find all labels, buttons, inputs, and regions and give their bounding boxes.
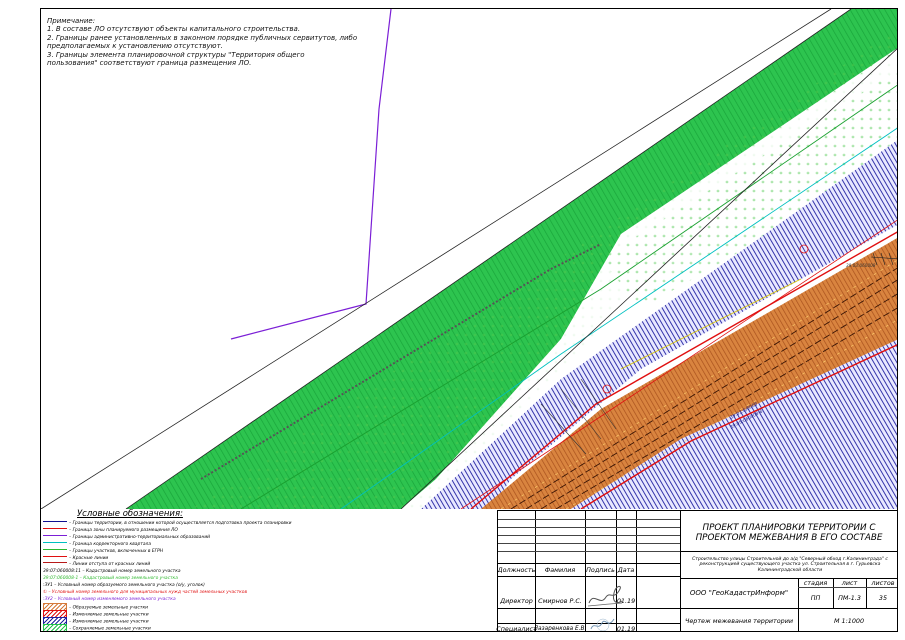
legend-item-label: – Образуемые земельные участки [69,605,148,611]
legend-line-symbol [43,527,67,529]
legend-item: :ЗУ1 – Условный номер образуемого земель… [43,582,205,589]
header-position: Должность [497,565,536,574]
legend-item: – Красные линии [43,555,108,562]
legend-title: Условные обозначения: [77,509,183,519]
drawing-sheet: 39:03:0/0008 39:05:060008-6 39:03:060008… [40,8,898,632]
legend-item-label: 39:07:060008:11 – Кадастровый номер земе… [43,569,181,575]
sheet-header: лист [841,578,858,587]
row2-position: Специалист [496,624,537,632]
row1-surname: Смирнов Р.С. [538,596,582,605]
legend-item: 39:07:060008-1 – Кадастровый номер земел… [43,575,178,582]
notes-line-5: пользования" соответствуют граница разме… [47,59,252,68]
legend-item-label: – Граница корректорного квартала [69,541,152,547]
notes-heading: Примечание: [47,17,96,25]
notes-line-1: 1. В составе ЛО отсутствуют объекты капи… [47,25,301,34]
row1-position: Директор [500,596,533,605]
blue-parcel-upper [421,140,897,509]
legend-item: – Границы участков, включенных в ЕГРН [43,548,163,555]
legend-line-symbol [43,555,67,557]
title-block: Должность Фамилия Подпись Дата Директор … [496,510,897,632]
legend-item: – Границы территории, в отношении которо… [43,520,292,527]
legend-item: ① – Условный номер земельного для муници… [43,589,247,596]
drawing-name: Чертеж межевания территории [684,617,794,625]
object-description: Строительство улицы Строительной до а/д … [692,556,888,573]
legend-item: 39:07:060008:11 – Кадастровый номер земе… [43,568,181,575]
legend-line-symbol [43,541,67,543]
legend-item-label: – Границы участков, включенных в ЕГРН [69,548,164,554]
scale: М 1:1000 [833,617,865,625]
legend-line-symbol [43,548,67,550]
legend-item: – Граница зоны планируемого размещения Л… [43,527,178,534]
header-surname: Фамилия [544,565,576,574]
legend-item-label: 39:07:060008-1 – Кадастровый номер земел… [43,576,178,582]
legend-line-symbol [43,534,67,536]
sheet-value: ПМ-1.3 [838,593,861,602]
signature-1 [587,585,623,607]
notes-line-3: предполагаемых к установлению отсутствую… [47,42,223,51]
signature-2 [590,618,615,631]
legend-item-label: – Изменяемые земельные участки [69,619,149,625]
legend-item-label: – Линии отступа от красных линий [69,562,151,568]
notes-line-2: 2. Границы ранее установленных в законно… [47,33,358,42]
legend-line-symbol [43,521,67,522]
legend: Условные обозначения: – Границы территор… [41,509,497,631]
legend-item: – Граница корректорного квартала [43,541,151,548]
legend-item-label: – Границы территории, в отношении которо… [69,521,292,526]
legend-item-label: – Границы административно-территориальны… [69,534,211,540]
legend-line-symbol [43,562,67,564]
legend-item-label: – Граница зоны планируемого размещения Л… [69,527,178,533]
legend-item-label: ① – Условный номер земельного для муници… [43,590,248,595]
legend-item: – Границы административно-территориальны… [43,534,210,541]
row1-date: 01.19 [616,596,636,605]
legend-item: :ЗУ2 – Условный номер изменяемого земель… [43,596,176,603]
legend-item: – Линии отступа от красных линий [43,561,150,568]
legend-item-label: – Сохраняемые земельные участки [69,626,151,631]
admin-boundary-line [230,9,392,340]
company-name: ООО "ГеоКадастрИнформ" [689,589,789,597]
green-parcel-upper [126,9,897,509]
legend-item-label: :ЗУ1 – Условный номер образуемого земель… [43,583,205,589]
cadastral-map: 39:03:0/0008 39:05:060008-6 39:03:060008 [41,9,897,509]
header-date: Дата [617,565,635,574]
legend-item-label: – Красные линии [69,555,109,561]
legend-item: – Сохраняемые земельные участки [43,623,151,631]
stage-header: стадия [803,578,828,587]
sheets-value: 35 [878,593,888,602]
legend-item-label: – Изменяемые земельные участки [69,612,149,618]
row2-date: 01.19 [616,624,636,632]
project-title: ПРОЕКТ ПЛАНИРОВКИ ТЕРРИТОРИИ С ПРОЕКТОМ … [695,523,883,543]
notes-block: Примечание: 1. В составе ЛО отсутствуют … [47,17,357,67]
legend-hatch-symbol [43,623,67,631]
map-label-3: 39:03:060008 [846,263,876,268]
legend-item-label: :ЗУ2 – Условный номер изменяемого земель… [43,596,176,602]
orange-parcel [481,238,897,509]
stage-value: ПП [810,593,821,602]
notes-line-4: 3. Границы элемента планировочной структ… [47,50,305,59]
sheets-header: листов [871,578,895,587]
header-signature: Подпись [586,565,615,574]
row2-surname: Лазаренкова Е.В. [533,625,587,632]
